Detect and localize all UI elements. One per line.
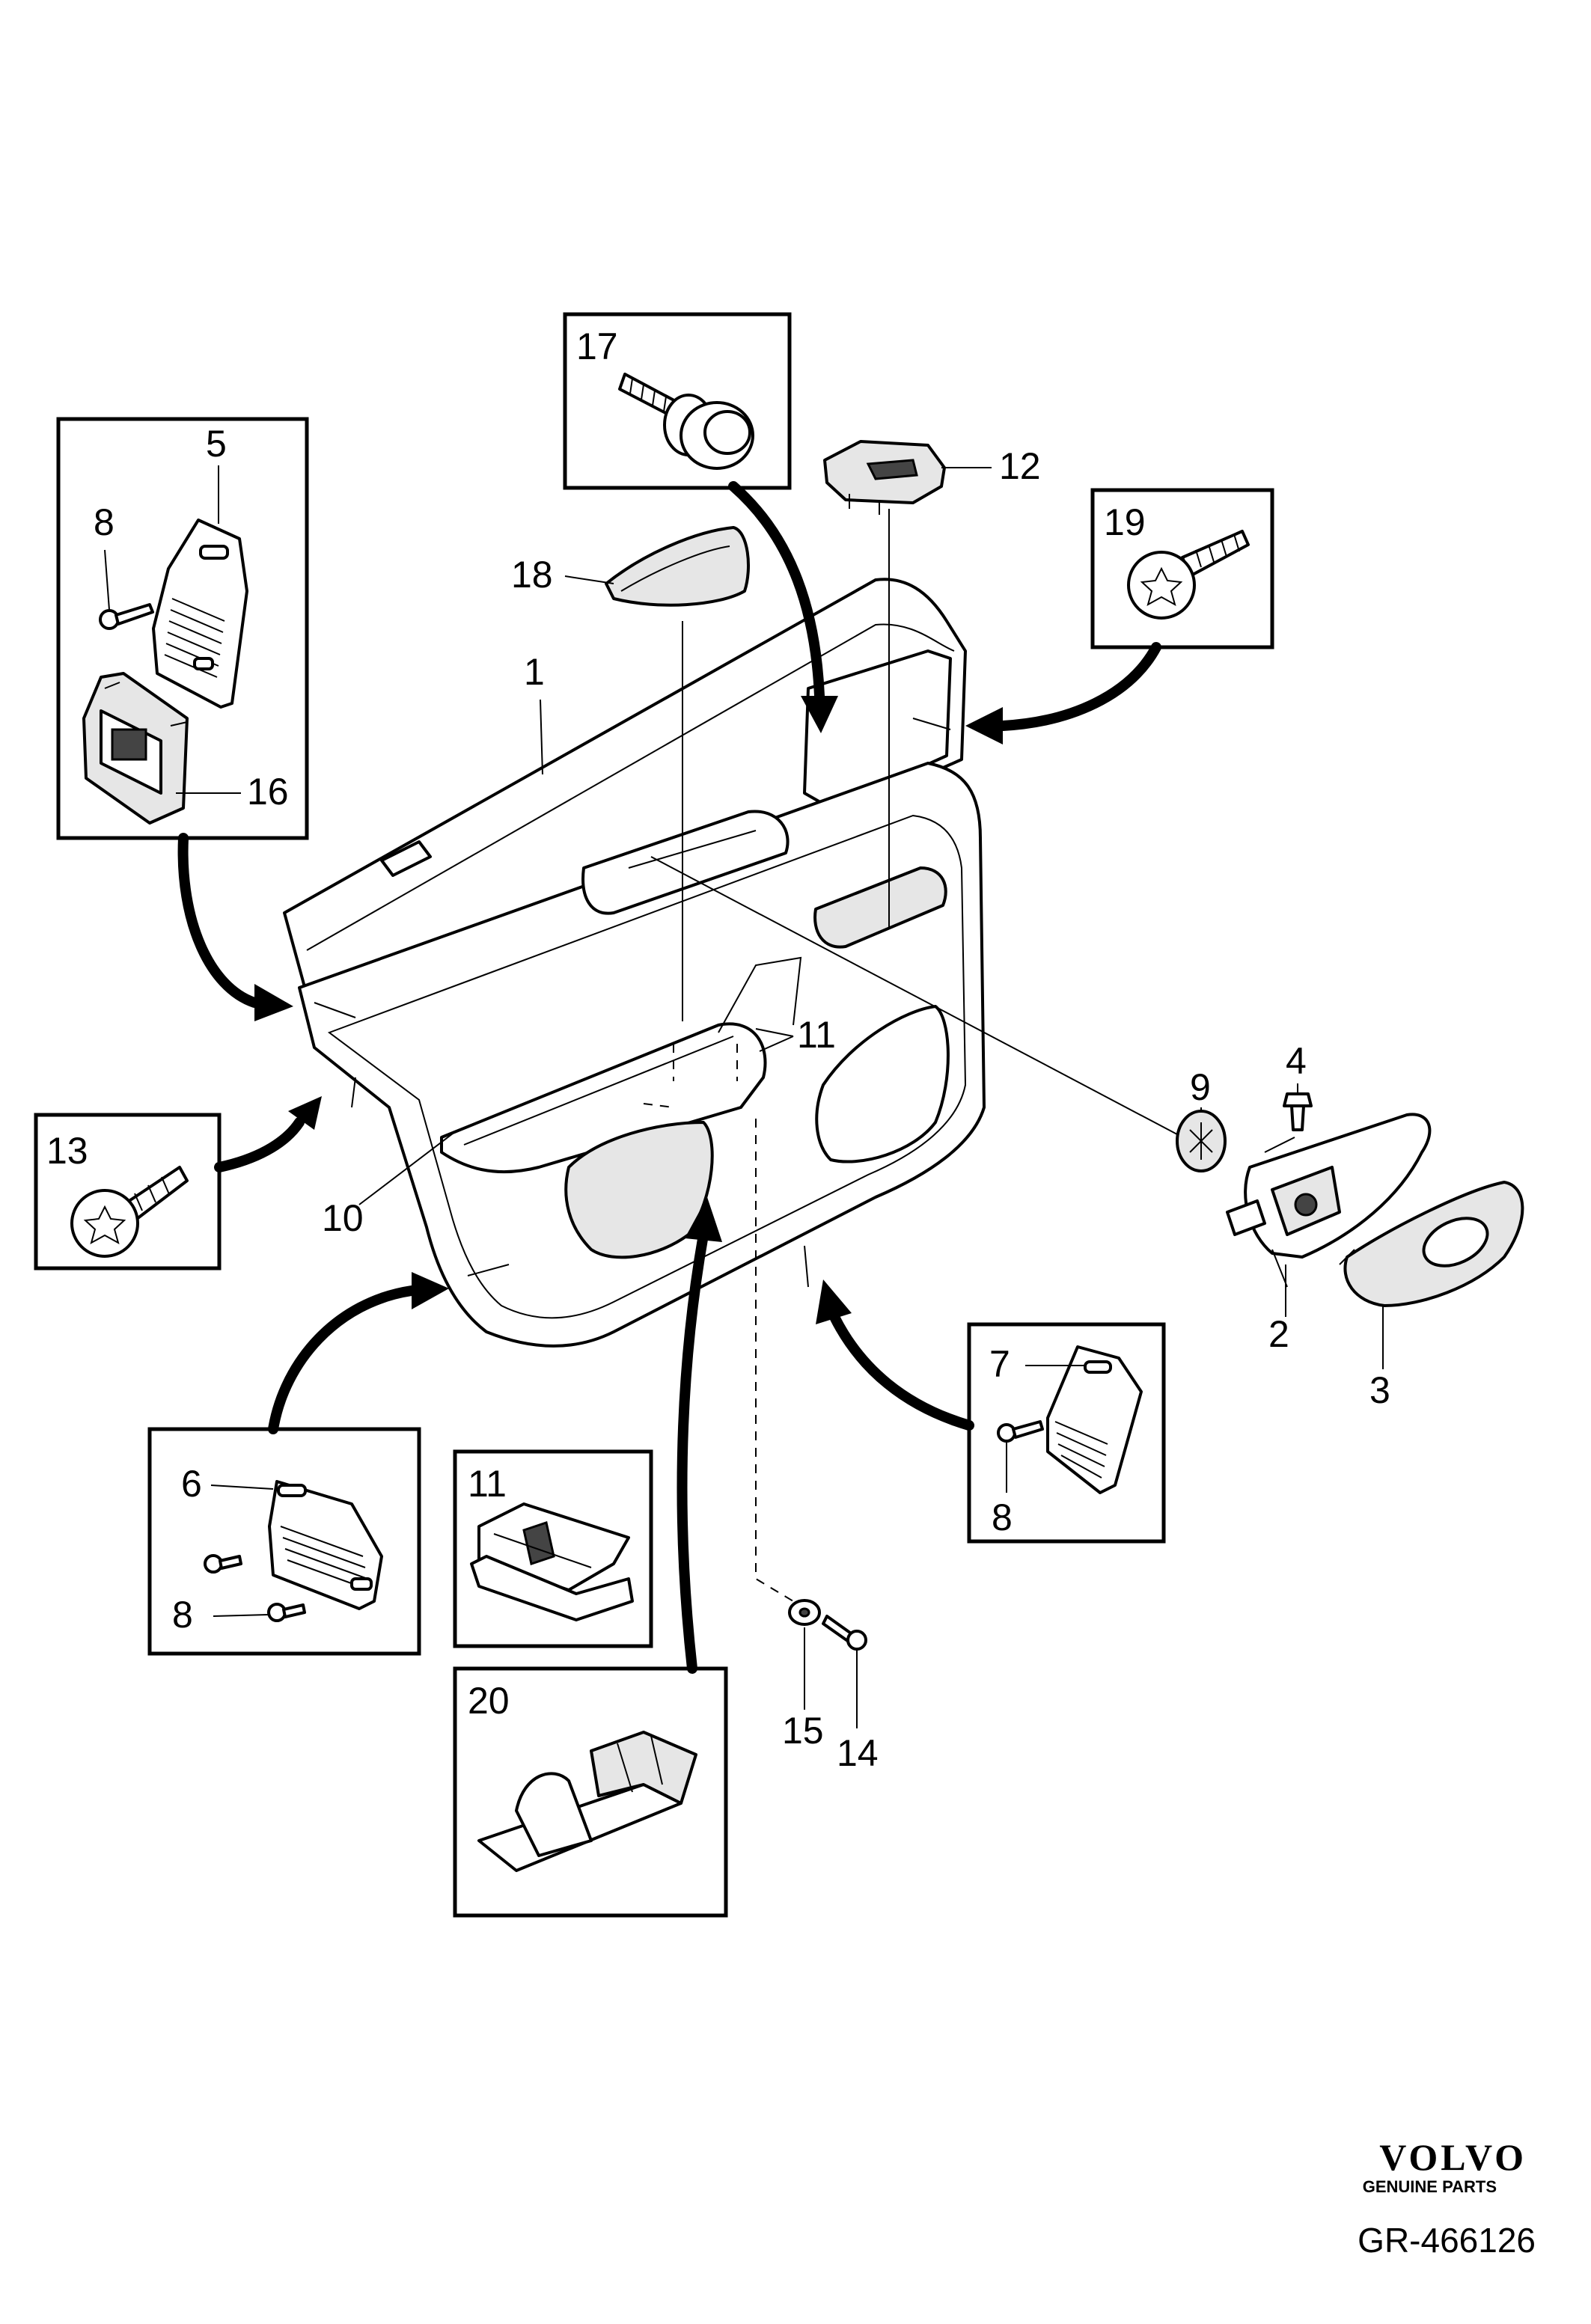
arrow-box17-to-panel (728, 481, 838, 733)
leader-15 (755, 1119, 794, 1602)
detail-box-7-8: 7 8 (967, 1322, 1166, 1544)
torx-screw-13-part (70, 1166, 189, 1258)
screw-8-lower-part (204, 1554, 306, 1622)
callout-14: 14 (837, 1732, 879, 1774)
callout-11-box: 11 (468, 1463, 507, 1505)
callout-15: 15 (782, 1710, 824, 1752)
detail-box-13: 13 (34, 1113, 222, 1270)
callout-20: 20 (468, 1680, 510, 1722)
arrow-box19-to-panel (965, 642, 1161, 744)
callout-17: 17 (576, 325, 618, 367)
brand-tagline: GENUINE PARTS (1363, 2177, 1497, 2196)
callout-9: 9 (1190, 1066, 1211, 1108)
trim-piece-18-part (605, 526, 750, 607)
clip-bracket-6-part (268, 1480, 383, 1610)
callout-5: 5 (206, 423, 227, 465)
connector-16-part (82, 672, 189, 825)
detail-box-17: 17 (563, 312, 792, 490)
callout-6: 6 (181, 1463, 202, 1505)
callout-8-upper: 8 (94, 501, 114, 543)
callout-3: 3 (1369, 1369, 1390, 1411)
flange-bolt-part (618, 373, 754, 470)
washer-15-part (788, 1599, 821, 1626)
brand-name: VOLVO (1379, 2136, 1527, 2178)
callout-18: 18 (511, 554, 553, 596)
detail-box-19: 19 (1090, 488, 1274, 649)
arrow-box20-to-panel (677, 1197, 722, 1674)
arrow-box6-to-panel (268, 1272, 449, 1434)
callout-8-right: 8 (992, 1496, 1013, 1538)
detail-box-5-16: 5 8 16 (56, 417, 309, 840)
diagram-reference: GR-466126 (1358, 2221, 1536, 2260)
callout-19: 19 (1104, 501, 1146, 543)
callout-12: 12 (999, 445, 1041, 487)
arrow-box5-to-panel (177, 833, 293, 1021)
callout-16: 16 (247, 771, 289, 813)
torx-screw-19-part (1127, 530, 1250, 620)
door-panel-1-part (283, 578, 986, 1348)
screw-14-part (822, 1615, 867, 1651)
washer-9-part (1176, 1110, 1227, 1172)
callout-2: 2 (1268, 1313, 1289, 1355)
detail-box-6-8: 6 8 (147, 1427, 421, 1656)
screw-8-upper-part (99, 603, 154, 630)
spring-clip-11-part (470, 1502, 634, 1621)
arrow-box13-to-panel (214, 1096, 322, 1172)
callout-1: 1 (524, 651, 545, 693)
callout-13: 13 (46, 1130, 88, 1172)
detail-box-11: 11 (453, 1449, 653, 1648)
volvo-genuine-parts-logo: VOLVO GENUINE PARTS (1363, 2136, 1527, 2196)
window-switch-12-part (823, 440, 946, 515)
arrow-box7-to-panel (816, 1279, 974, 1431)
leader-9 (650, 856, 1191, 1142)
callout-8-lower: 8 (172, 1594, 193, 1636)
callout-10: 10 (322, 1197, 364, 1239)
handle-mechanism-2-part (1226, 1113, 1432, 1288)
clip-hidden-lines (643, 1044, 738, 1108)
callout-7: 7 (989, 1343, 1010, 1385)
mount-bracket-20-part (477, 1731, 697, 1872)
handle-bezel-3-part (1339, 1181, 1524, 1307)
detail-box-20: 20 (453, 1666, 728, 1918)
callout-11-panel: 11 (797, 1014, 836, 1056)
clip-bracket-5-part (152, 519, 248, 709)
clip-4-part (1283, 1092, 1313, 1131)
screw-8-right-part (997, 1420, 1044, 1443)
clip-bracket-7-part (1046, 1345, 1143, 1494)
callout-4: 4 (1286, 1040, 1307, 1082)
